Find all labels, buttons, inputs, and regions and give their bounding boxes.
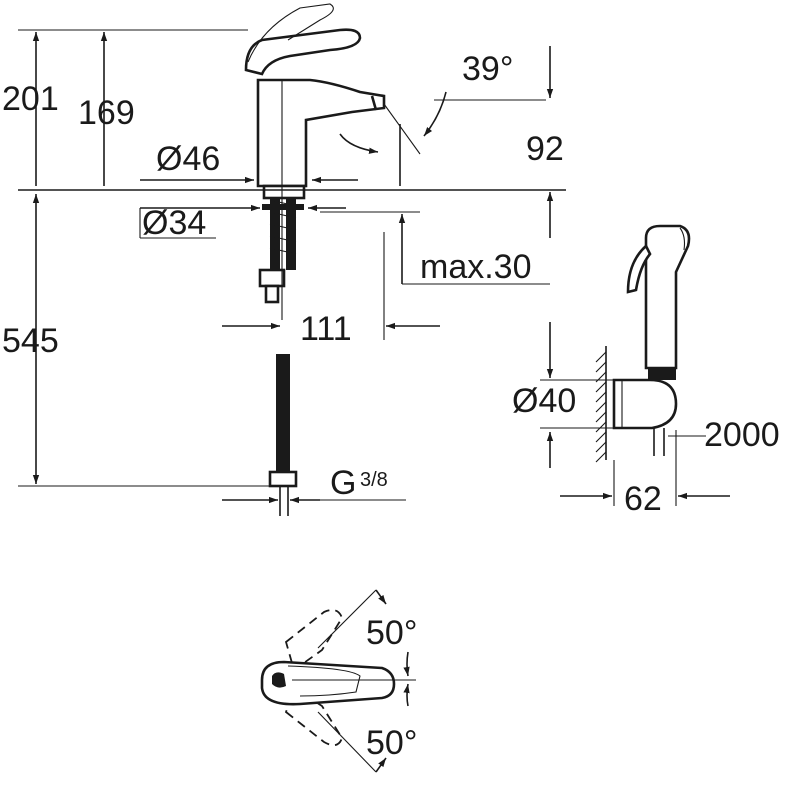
connection-hose — [268, 354, 298, 516]
dim-spout-clearance-label: 92 — [526, 130, 564, 168]
dim-max-thickness-label: max.30 — [420, 248, 532, 286]
dim-under-counter-label: 545 — [2, 322, 59, 360]
dim-hose-length-label: 2000 — [704, 416, 780, 454]
dim-lever-angle-bottom: 50° — [317, 683, 417, 773]
lever-rotated-bottom — [284, 686, 343, 747]
dim-hose-length: 2000 — [668, 416, 780, 454]
lever-top-view — [260, 609, 416, 747]
dim-spout-height: 169 — [78, 29, 248, 186]
dim-holder-projection-label: 62 — [624, 480, 662, 518]
dim-base-diameter: Ø46 — [140, 140, 358, 184]
shower-trigger — [626, 243, 652, 294]
lever-handle — [244, 28, 362, 76]
dim-connection-thread-label: G — [330, 464, 356, 502]
dim-connection-thread: G 3/8 — [222, 464, 406, 504]
aerator-line — [370, 95, 378, 111]
dim-holder-projection: 62 — [560, 430, 730, 518]
shower-holder — [612, 378, 678, 430]
mount-base — [262, 184, 306, 200]
dim-hole-diameter-label: Ø34 — [142, 204, 206, 242]
faucet-body — [256, 78, 386, 188]
dim-spout-angle: 39° — [339, 50, 546, 155]
dim-base-diameter-label: Ø46 — [156, 140, 220, 178]
lever-rotated-top — [284, 609, 343, 672]
dim-holder-diameter-label: Ø40 — [512, 382, 576, 420]
dim-spout-clearance: 92 — [399, 46, 564, 238]
dim-under-counter: 545 — [2, 194, 276, 487]
dim-lever-angle-top-label: 50° — [366, 614, 417, 652]
lever-outline-ghost — [247, 3, 334, 63]
lever-main — [260, 660, 396, 706]
shower-head — [644, 224, 691, 370]
dim-connection-size-label: 3/8 — [360, 469, 388, 491]
dim-max-thickness: max.30 — [320, 211, 550, 286]
faucet-side-view — [244, 3, 386, 320]
dim-spout-reach-label: 111 — [300, 310, 352, 348]
threaded-rod — [258, 198, 304, 304]
dim-spout-height-label: 169 — [78, 94, 135, 132]
dim-lever-angle-top: 50° — [317, 589, 417, 677]
dim-lever-angle-bottom-label: 50° — [366, 724, 417, 762]
dim-hole-diameter: Ø34 — [139, 204, 346, 242]
dim-total-height-label: 201 — [2, 80, 59, 118]
dim-holder-diameter: Ø40 — [512, 322, 614, 468]
dim-spout-reach: 111 — [222, 232, 440, 348]
hand-shower — [595, 224, 691, 463]
dim-spout-angle-label: 39° — [462, 50, 513, 88]
